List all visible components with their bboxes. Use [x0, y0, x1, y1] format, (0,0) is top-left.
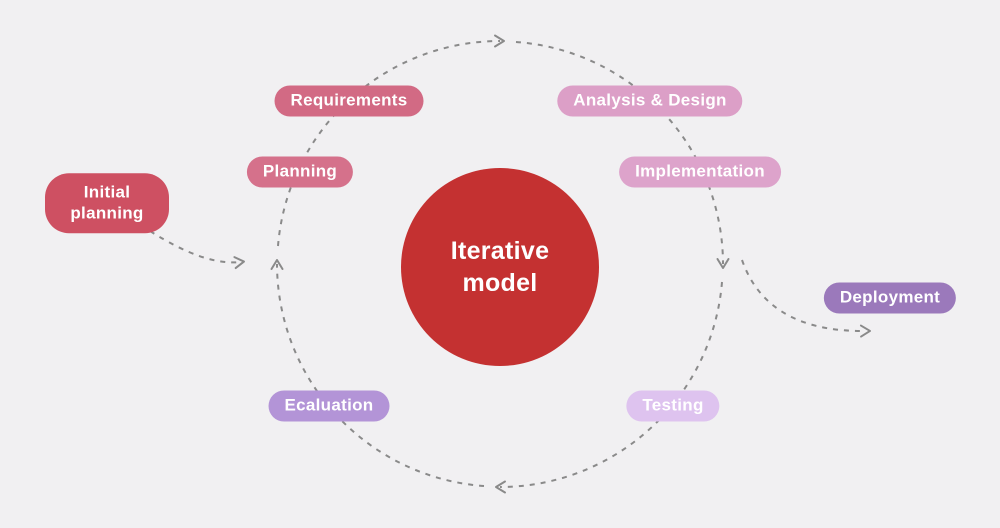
- exit-arrow: [741, 259, 871, 338]
- center-circle: Iterative model: [401, 168, 599, 366]
- center-label: Iterative model: [450, 236, 550, 298]
- stage-pill-planning: Planning: [246, 156, 354, 188]
- entry-arrow: [149, 230, 245, 270]
- cycle-arc-right-to-bottom: [495, 281, 723, 494]
- stage-pill-ecaluation: Ecaluation: [268, 390, 390, 422]
- stage-pill-deployment: Deployment: [823, 282, 957, 314]
- stage-pill-initial-planning: Initial planning: [45, 173, 169, 233]
- stage-pill-testing: Testing: [626, 390, 720, 422]
- stage-pill-requirements: Requirements: [274, 85, 424, 117]
- stage-pill-implementation: Implementation: [619, 156, 781, 188]
- stage-pill-analysis-design: Analysis & Design: [557, 85, 743, 117]
